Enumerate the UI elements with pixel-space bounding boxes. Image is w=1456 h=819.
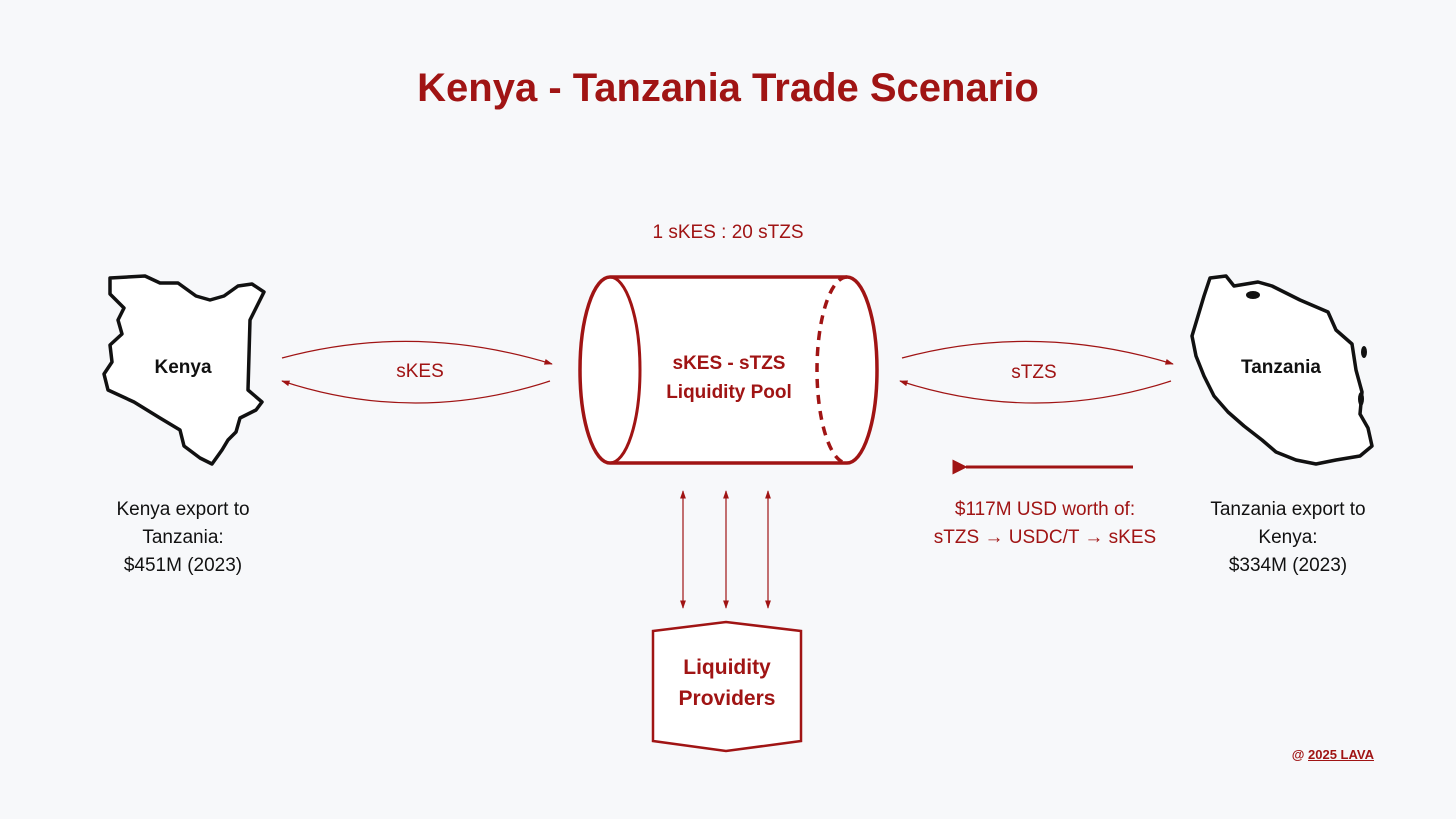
liquidity-providers-label: Liquidity Providers	[653, 652, 801, 714]
exchange-rate-label: 1 sKES : 20 sTZS	[652, 222, 804, 243]
tanzania-export-line: Kenya:	[1258, 527, 1318, 548]
skes-flow-arrow-in	[281, 340, 553, 365]
swap-line: $117M USD worth of:	[954, 499, 1136, 520]
copyright-footer: @ 2025 LAVA	[1260, 747, 1374, 762]
providers-line: Providers	[678, 687, 776, 710]
island-icon	[1246, 291, 1260, 299]
tanzania-export-line: Tanzania export to	[1210, 499, 1366, 520]
kenya-map-icon	[102, 274, 266, 466]
swap-line: sTZS → USDC/T → sKES	[933, 527, 1157, 548]
liquidity-providers-box	[651, 620, 803, 753]
stzs-token-label: sTZS	[1011, 362, 1057, 383]
island-icon	[1361, 346, 1367, 358]
stzs-flow-arrow-in	[899, 380, 1172, 404]
tanzania-map-icon	[1190, 274, 1374, 466]
kenya-export-line: Kenya export to	[116, 499, 250, 520]
swap-description: $117M USD worth of: sTZS → USDC/T → sKES	[895, 496, 1195, 552]
tanzania-export-line: $334M (2023)	[1228, 555, 1348, 576]
providers-line: Liquidity	[683, 656, 771, 679]
kenya-export-line: Tanzania:	[142, 527, 224, 548]
page-title: Kenya - Tanzania Trade Scenario	[417, 66, 1039, 110]
skes-flow-arrow-out	[281, 380, 551, 404]
pool-label-line: sKES - sTZS	[672, 353, 786, 374]
island-icon	[1358, 392, 1364, 406]
copyright-link[interactable]: 2025 LAVA	[1308, 747, 1374, 762]
skes-token-label: sKES	[396, 361, 444, 382]
liquidity-pool-cylinder	[578, 275, 879, 465]
pool-label: sKES - sTZS Liquidity Pool	[629, 349, 829, 407]
copyright-prefix: @	[1291, 747, 1308, 762]
tanzania-export-text: Tanzania export to Kenya: $334M (2023)	[1178, 496, 1398, 580]
kenya-export-text: Kenya export to Tanzania: $451M (2023)	[83, 496, 283, 580]
kenya-export-line: $451M (2023)	[123, 555, 243, 576]
pool-label-line: Liquidity Pool	[666, 382, 792, 403]
tanzania-label: Tanzania	[1241, 357, 1321, 378]
stzs-flow-arrow-out	[901, 340, 1174, 365]
kenya-label: Kenya	[154, 357, 212, 378]
